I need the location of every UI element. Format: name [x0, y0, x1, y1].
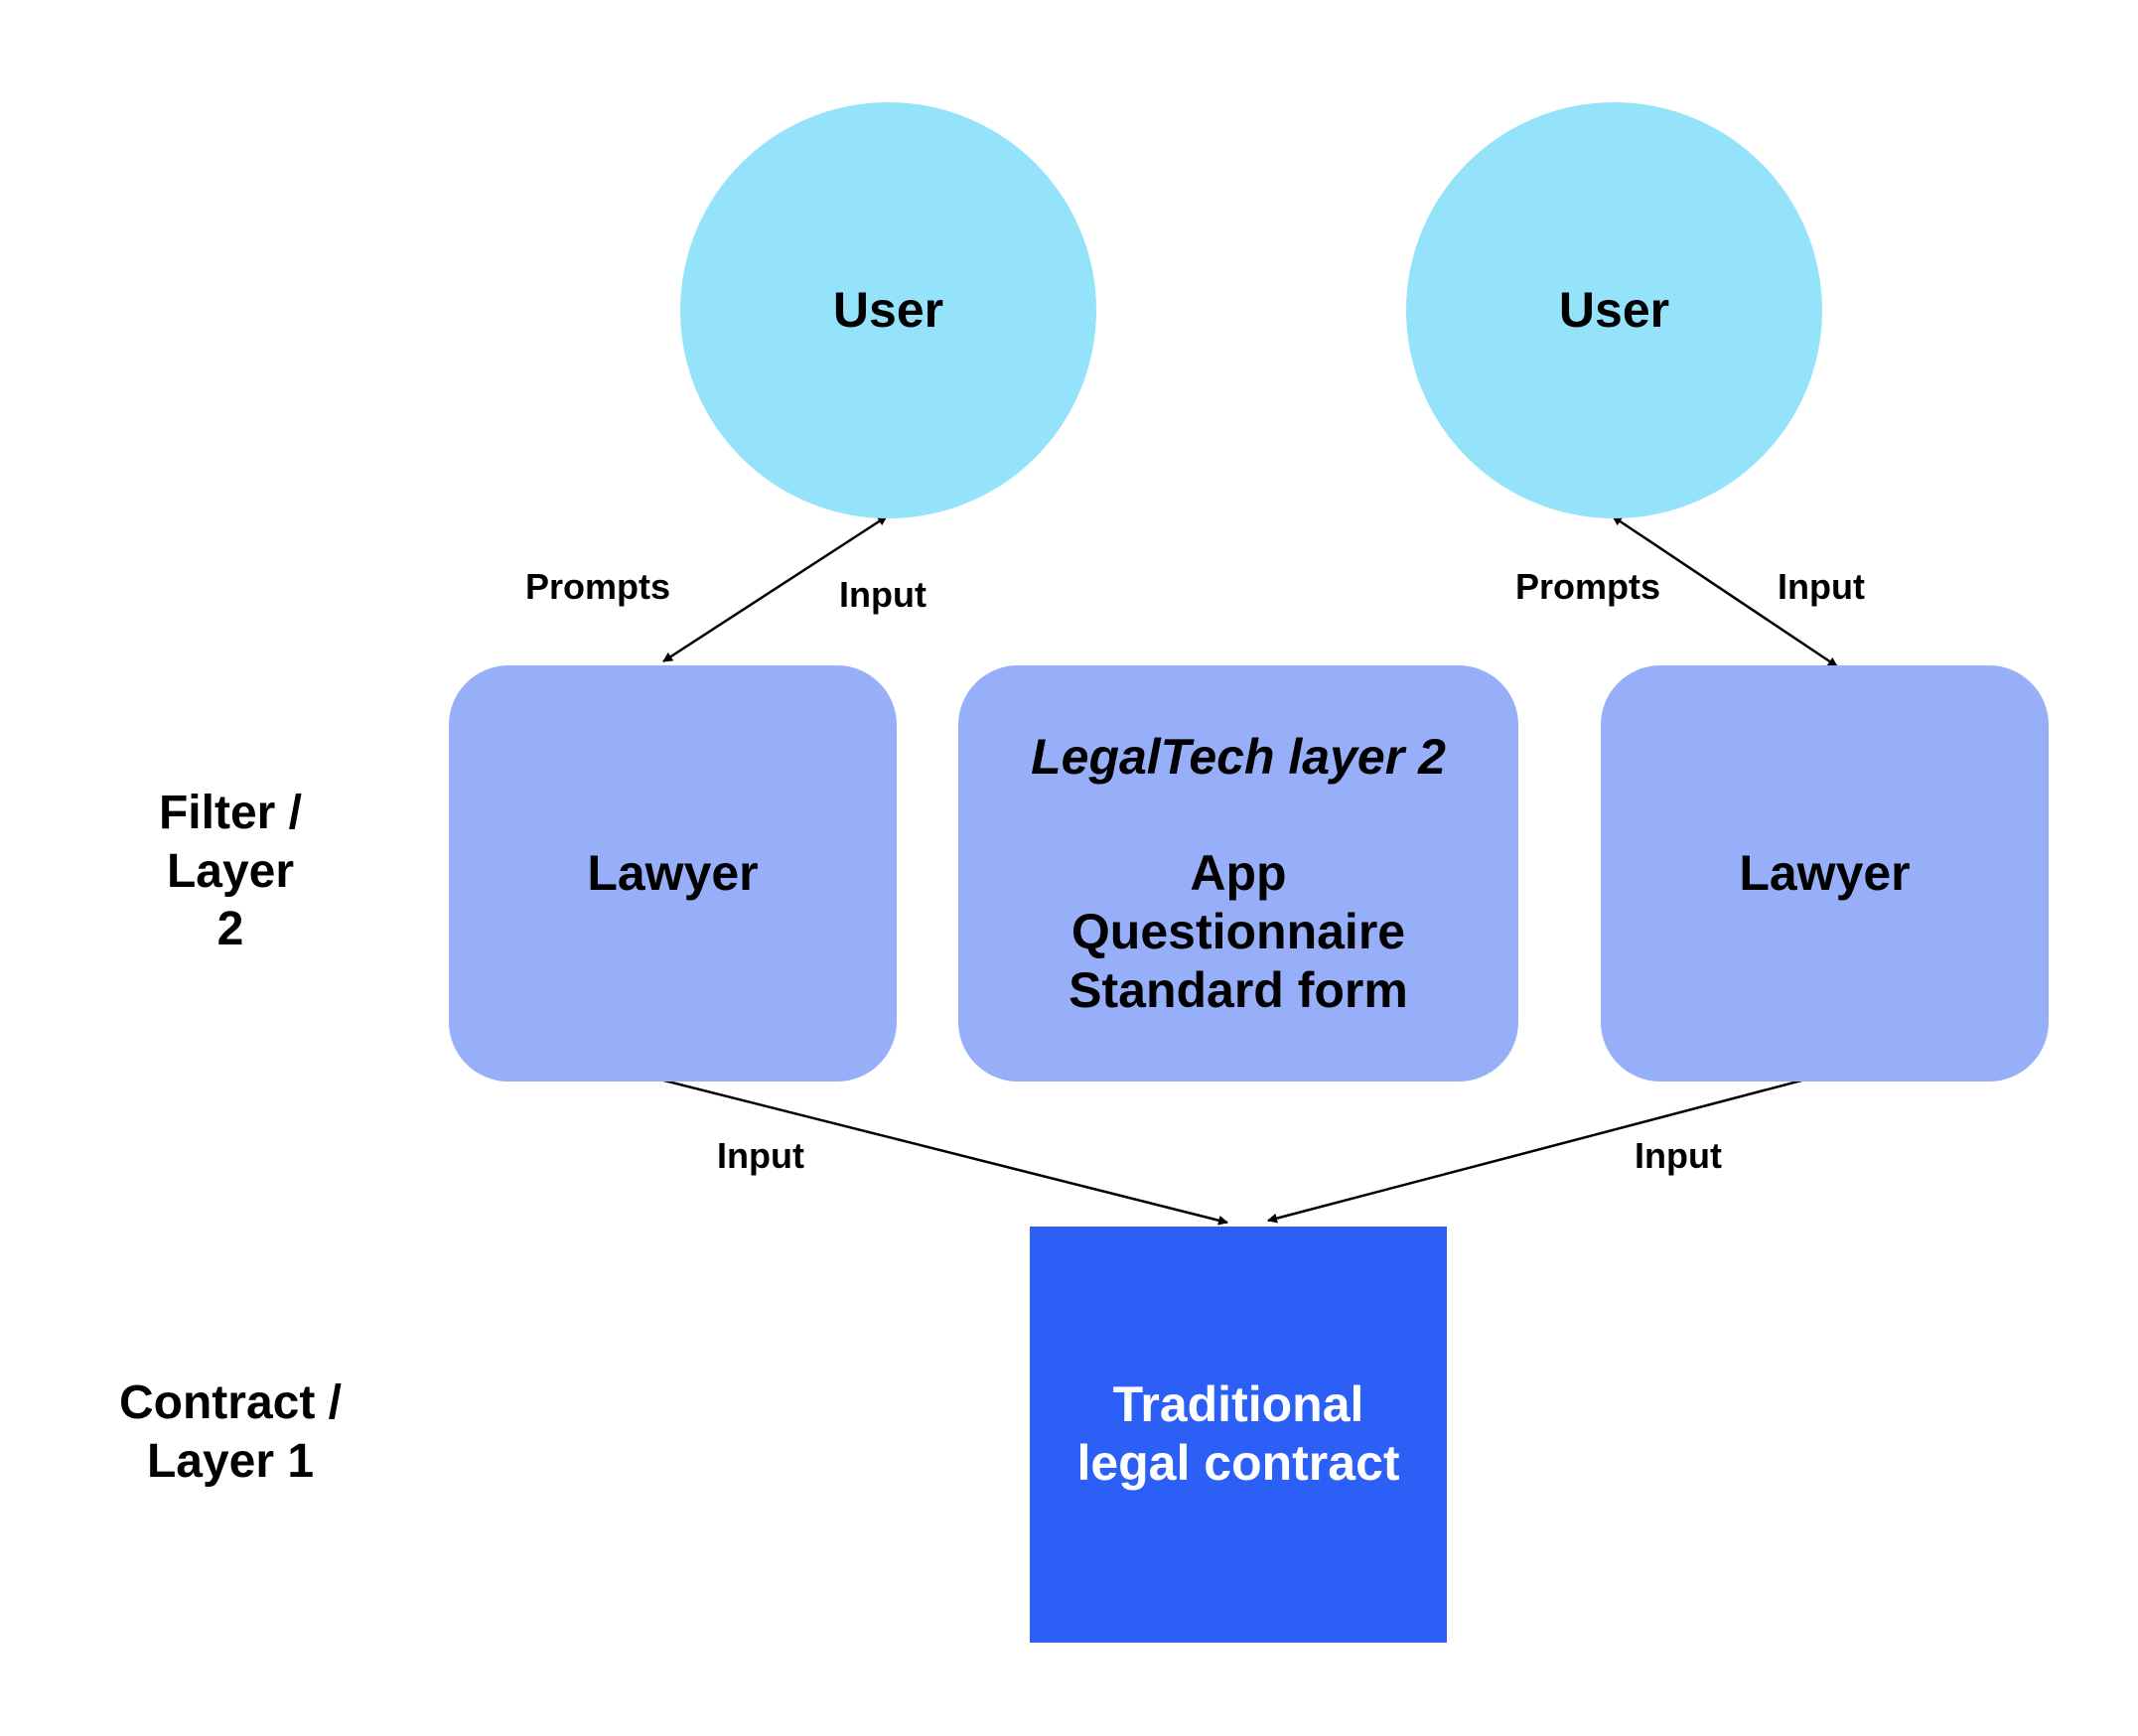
edge-label-right-input: Input [1778, 566, 1865, 607]
user-node-right-label: User [1558, 282, 1670, 338]
contract-node: Traditional legal contract [1030, 1227, 1447, 1643]
lawyer-node-right: Lawyer [1601, 665, 2049, 1082]
legaltech-node-title: LegalTech layer 2 [1031, 728, 1446, 785]
legaltech-node-line-2: Questionnaire [1070, 903, 1406, 959]
legaltech-node-line-1: App [1190, 844, 1287, 901]
user-node-left-label: User [832, 282, 944, 338]
legaltech-node: LegalTech layer 2 App Questionnaire Stan… [958, 665, 1518, 1082]
row-label-filter-line-3: 2 [216, 903, 244, 956]
edge-user-left-lawyer-left [662, 514, 888, 663]
user-node-left: User [680, 102, 1096, 518]
row-label-contract-line-1: Contract / [118, 1376, 342, 1429]
edge-label-left-input: Input [839, 574, 926, 615]
lawyer-node-right-label: Lawyer [1739, 845, 1911, 901]
row-label-filter-line-1: Filter / [158, 787, 303, 839]
user-node-right: User [1406, 102, 1822, 518]
contract-node-line-2: legal contract [1076, 1435, 1400, 1491]
edge-label-lawyer-right-input: Input [1635, 1135, 1722, 1176]
edge-lawyer-right-contract [1267, 1073, 1825, 1224]
edge-label-right-prompts: Prompts [1515, 566, 1661, 607]
edge-user-right-lawyer-right [1612, 514, 1838, 668]
edge-lawyer-left-contract [640, 1073, 1228, 1226]
row-label-contract: Contract / Layer 1 [81, 1374, 379, 1491]
lawyer-node-left-label: Lawyer [587, 845, 759, 901]
contract-node-line-1: Traditional [1112, 1376, 1364, 1432]
lawyer-node-left: Lawyer [449, 665, 897, 1082]
edge-label-left-prompts: Prompts [525, 566, 671, 607]
legaltech-node-line-3: Standard form [1069, 961, 1408, 1018]
row-label-filter: Filter / Layer 2 [111, 785, 350, 959]
edge-label-lawyer-left-input: Input [717, 1135, 804, 1176]
row-label-filter-line-2: Layer [166, 844, 295, 898]
row-label-contract-line-2: Layer 1 [146, 1434, 315, 1488]
